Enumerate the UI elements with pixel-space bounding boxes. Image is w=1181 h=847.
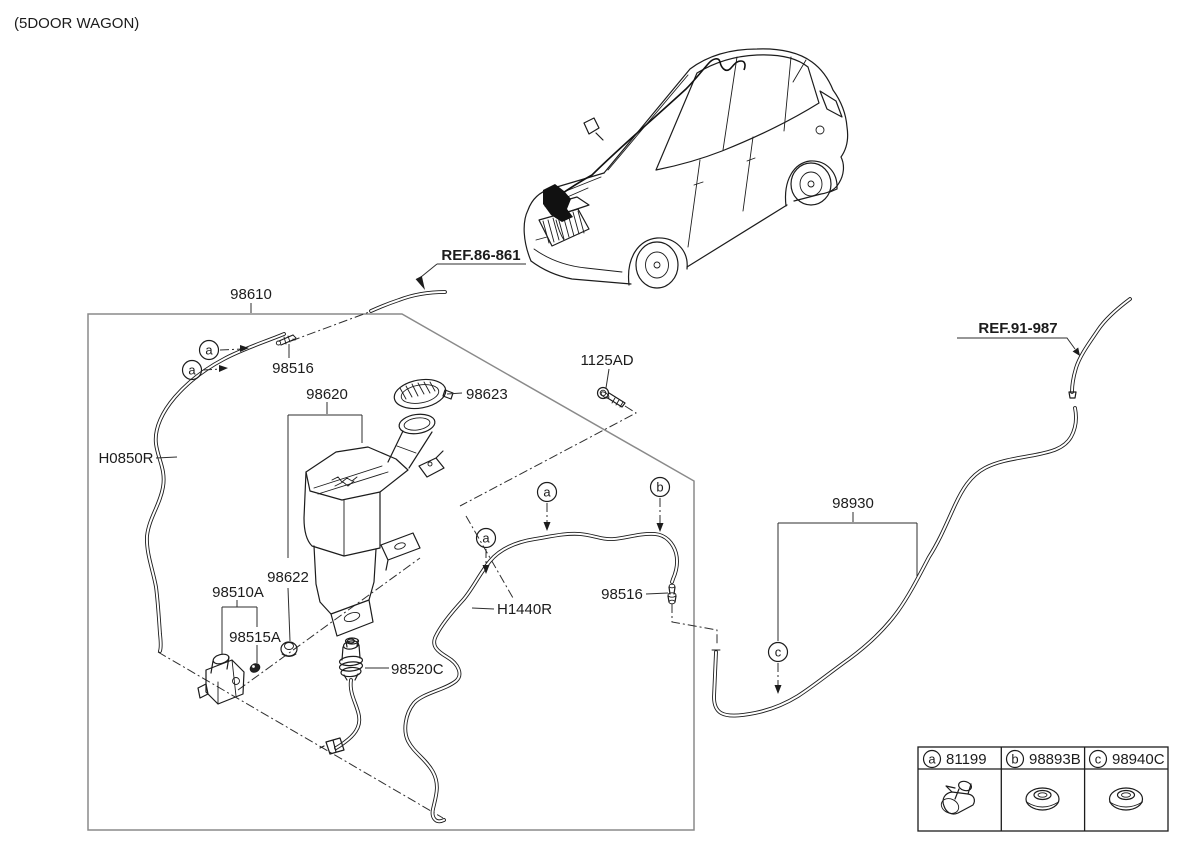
front-wheel [635, 241, 679, 289]
reservoir-cap [393, 378, 454, 410]
legend-b-letter: b [1011, 752, 1018, 767]
clip-icon [940, 780, 975, 815]
label-motor[interactable]: 98510A [212, 584, 264, 601]
rear-hose-connector [667, 583, 677, 605]
legend-cell-b[interactable]: b 98893B [1005, 749, 1081, 811]
callout-b-1: b [649, 476, 671, 532]
page-title: (5DOOR WAGON) [14, 15, 139, 32]
callout-a-3: a [536, 481, 558, 531]
legend-a-letter: a [928, 752, 936, 767]
washer-reservoir [303, 378, 454, 648]
legend-cell-c[interactable]: c 98940C [1088, 749, 1165, 811]
car-illustration [523, 48, 849, 289]
legend-a-part: 81199 [946, 751, 987, 768]
mounting-bolt [596, 386, 626, 408]
callout-a-2: a [181, 359, 228, 381]
label-reservoir[interactable]: 98620 [306, 386, 348, 403]
label-connector-rear[interactable]: 98516 [601, 586, 643, 603]
label-bolt[interactable]: 1125AD [580, 352, 633, 369]
callout-a-4: a [475, 527, 497, 574]
grommet-icon-c [1108, 787, 1144, 811]
ref-link-cowl[interactable]: REF.86-861 [441, 247, 520, 264]
label-connector-front[interactable]: 98516 [272, 360, 314, 377]
rear-lamp [819, 90, 843, 118]
label-grommet[interactable]: 98622 [267, 569, 309, 586]
fuel-door [815, 125, 825, 135]
ref-link-rear[interactable]: REF.91-987 [978, 320, 1057, 337]
label-hose-rear[interactable]: 98930 [832, 495, 874, 512]
callout-a-1-letter: a [205, 343, 213, 358]
pump-connector [319, 737, 345, 755]
rear-wiper [792, 59, 807, 83]
label-hose-assy[interactable]: 98610 [230, 286, 272, 303]
label-leaders [155, 303, 918, 669]
callout-a-2-letter: a [188, 363, 196, 378]
callout-a-1: a [198, 339, 249, 361]
ref-cowl-leader [415, 263, 526, 290]
washer-motor [197, 653, 245, 705]
engine-bay-washer-area [543, 184, 573, 222]
assembly-axis-lines [157, 294, 718, 819]
label-cap[interactable]: 98623 [466, 386, 508, 403]
part-labels: 98610 98516 H0850R 98620 98623 1125AD 98… [98, 247, 1057, 678]
callout-b-1-letter: b [656, 480, 663, 495]
legend-b-part: 98893B [1029, 751, 1081, 768]
front-hose-connector [275, 334, 297, 346]
label-hose-front[interactable]: H0850R [98, 450, 153, 467]
legend-table: a 81199 b 98893B c 98940C [917, 746, 1169, 832]
callout-c-1: c [767, 641, 789, 694]
legend-c-letter: c [1095, 752, 1102, 767]
motor-seal [249, 663, 261, 673]
washer-pump [319, 638, 364, 755]
legend-c-part: 98940C [1112, 751, 1165, 768]
side-mirror [583, 117, 604, 141]
callout-c-1-letter: c [775, 645, 782, 660]
washer-hose-routing-line [556, 58, 746, 198]
reservoir-grommet [280, 641, 298, 657]
main-diagram-box [87, 313, 695, 831]
rear-wheel [790, 162, 832, 206]
ref-rear-leader [957, 337, 1080, 356]
legend-cell-a[interactable]: a 81199 [922, 749, 987, 817]
hoses [145, 290, 1132, 824]
label-seal[interactable]: 98515A [229, 629, 281, 646]
callout-markers: a a a a b c [181, 339, 789, 694]
callout-a-4-letter: a [482, 531, 490, 546]
label-pump[interactable]: 98520C [391, 661, 444, 678]
callout-a-3-letter: a [543, 485, 551, 500]
grommet-icon-b [1025, 787, 1060, 811]
label-hose-mid[interactable]: H1440R [497, 601, 552, 618]
